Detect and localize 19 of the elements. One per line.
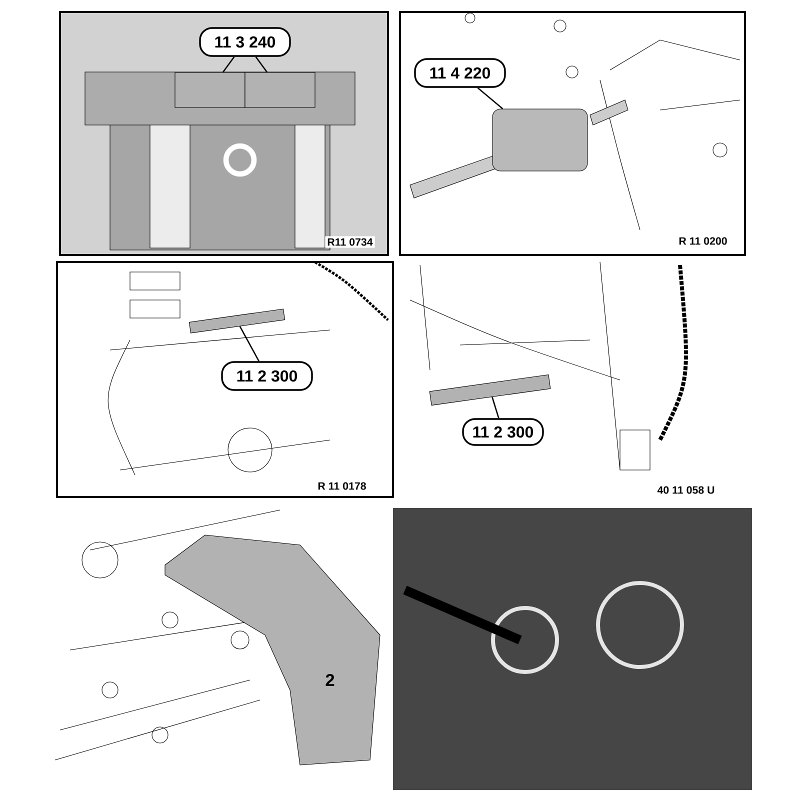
leader-line	[255, 56, 268, 73]
callout-label: 11 3 240	[199, 27, 291, 57]
figure-number: 40 11 058 U	[655, 484, 717, 496]
callout-label: 11 4 220	[414, 58, 506, 88]
bar-tool	[188, 308, 286, 334]
figure-number: R 11 0178	[316, 480, 368, 492]
leader-line	[492, 396, 500, 418]
bar-tool	[174, 72, 246, 108]
bar-tool	[244, 72, 316, 108]
figure-number: R 11 0200	[676, 235, 730, 247]
leader-line	[477, 87, 504, 110]
leader-line	[239, 326, 260, 362]
puller-tool	[492, 108, 588, 172]
callout-label: 11 2 300	[221, 361, 313, 391]
part-number: 2	[323, 672, 337, 688]
leader-line	[222, 56, 235, 73]
callout-label: 11 2 300	[462, 418, 544, 446]
bar-tool	[429, 374, 551, 406]
figure-number: R11 0734	[325, 236, 375, 248]
